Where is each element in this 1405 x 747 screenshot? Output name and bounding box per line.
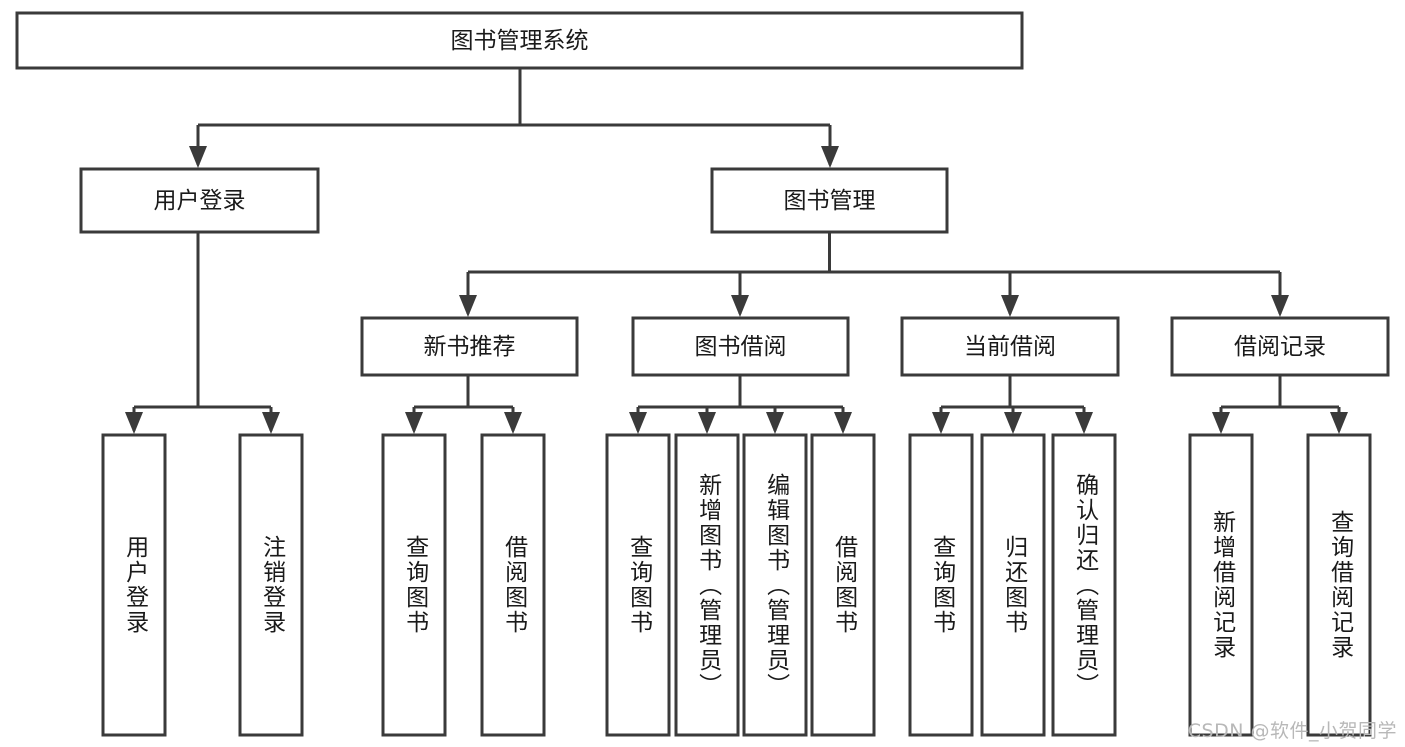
node-root[interactable] bbox=[15, 11, 1024, 70]
leaf-node-leaf-query-record[interactable] bbox=[1306, 433, 1372, 737]
node-rect[interactable] bbox=[631, 316, 850, 377]
node-label-root: 图书管理系统 bbox=[451, 28, 589, 54]
node-label-new-book-recommend: 新书推荐 bbox=[424, 334, 516, 360]
arrow-down-icon bbox=[504, 412, 522, 434]
arrow-down-icon bbox=[459, 295, 477, 317]
leaf-node-leaf-add-record[interactable] bbox=[1188, 433, 1254, 737]
arrow-down-icon bbox=[766, 412, 784, 434]
arrow-down-icon bbox=[189, 146, 207, 168]
node-book-manage[interactable] bbox=[710, 167, 949, 234]
node-new-book-recommend[interactable] bbox=[360, 316, 579, 377]
node-rect[interactable] bbox=[15, 11, 1024, 70]
leaf-node-rect[interactable] bbox=[742, 433, 808, 737]
arrow-down-icon bbox=[629, 412, 647, 434]
node-rect[interactable] bbox=[710, 167, 949, 234]
leaf-node-rect[interactable] bbox=[101, 433, 167, 737]
arrow-down-icon bbox=[698, 412, 716, 434]
node-book-borrow[interactable] bbox=[631, 316, 850, 377]
arrow-down-icon bbox=[1075, 412, 1093, 434]
node-label-borrow-record: 借阅记录 bbox=[1234, 334, 1326, 360]
node-current-borrow[interactable] bbox=[900, 316, 1120, 377]
leaf-node-rect[interactable] bbox=[238, 433, 304, 737]
leaf-node-leaf-borrow-book-1[interactable] bbox=[480, 433, 546, 737]
leaf-node-rect[interactable] bbox=[605, 433, 671, 737]
arrow-down-icon bbox=[1330, 412, 1348, 434]
arrow-down-icon bbox=[821, 146, 839, 168]
leaf-node-leaf-edit-book[interactable] bbox=[742, 433, 808, 737]
arrow-down-icon bbox=[125, 412, 143, 434]
arrow-down-icon bbox=[262, 412, 280, 434]
arrow-down-icon bbox=[731, 295, 749, 317]
arrow-down-icon bbox=[1001, 295, 1019, 317]
node-user-login[interactable] bbox=[79, 167, 320, 234]
arrow-down-icon bbox=[1212, 412, 1230, 434]
leaf-node-rect[interactable] bbox=[1051, 433, 1117, 737]
node-label-user-login: 用户登录 bbox=[154, 188, 246, 214]
leaf-node-rect[interactable] bbox=[980, 433, 1046, 737]
node-rect[interactable] bbox=[360, 316, 579, 377]
leaf-node-leaf-borrow-book-2[interactable] bbox=[810, 433, 876, 737]
connector-layer bbox=[125, 68, 1348, 434]
leaf-node-leaf-query-book-3[interactable] bbox=[908, 433, 974, 737]
leaf-node-rect[interactable] bbox=[674, 433, 740, 737]
node-rect[interactable] bbox=[1170, 316, 1390, 377]
leaf-node-leaf-user-login[interactable] bbox=[101, 433, 167, 737]
watermark-text: CSDN @软件_小贺同学 bbox=[1187, 720, 1397, 742]
arrow-down-icon bbox=[834, 412, 852, 434]
leaf-node-leaf-confirm-return[interactable] bbox=[1051, 433, 1117, 737]
arrow-down-icon bbox=[405, 412, 423, 434]
leaf-node-leaf-add-book[interactable] bbox=[674, 433, 740, 737]
leaf-node-rect[interactable] bbox=[908, 433, 974, 737]
node-label-book-manage: 图书管理 bbox=[784, 188, 876, 214]
box-layer bbox=[15, 11, 1390, 737]
node-rect[interactable] bbox=[900, 316, 1120, 377]
leaf-node-rect[interactable] bbox=[381, 433, 447, 737]
leaf-node-leaf-return-book[interactable] bbox=[980, 433, 1046, 737]
node-rect[interactable] bbox=[79, 167, 320, 234]
node-label-book-borrow: 图书借阅 bbox=[695, 334, 787, 360]
leaf-node-leaf-query-book-1[interactable] bbox=[381, 433, 447, 737]
node-borrow-record[interactable] bbox=[1170, 316, 1390, 377]
leaf-node-rect[interactable] bbox=[810, 433, 876, 737]
leaf-node-leaf-logout-login[interactable] bbox=[238, 433, 304, 737]
leaf-node-rect[interactable] bbox=[1188, 433, 1254, 737]
leaf-node-rect[interactable] bbox=[480, 433, 546, 737]
arrow-down-icon bbox=[1004, 412, 1022, 434]
arrow-down-icon bbox=[1271, 295, 1289, 317]
node-label-current-borrow: 当前借阅 bbox=[964, 334, 1056, 360]
leaf-node-rect[interactable] bbox=[1306, 433, 1372, 737]
arrow-down-icon bbox=[932, 412, 950, 434]
leaf-node-leaf-query-book-2[interactable] bbox=[605, 433, 671, 737]
